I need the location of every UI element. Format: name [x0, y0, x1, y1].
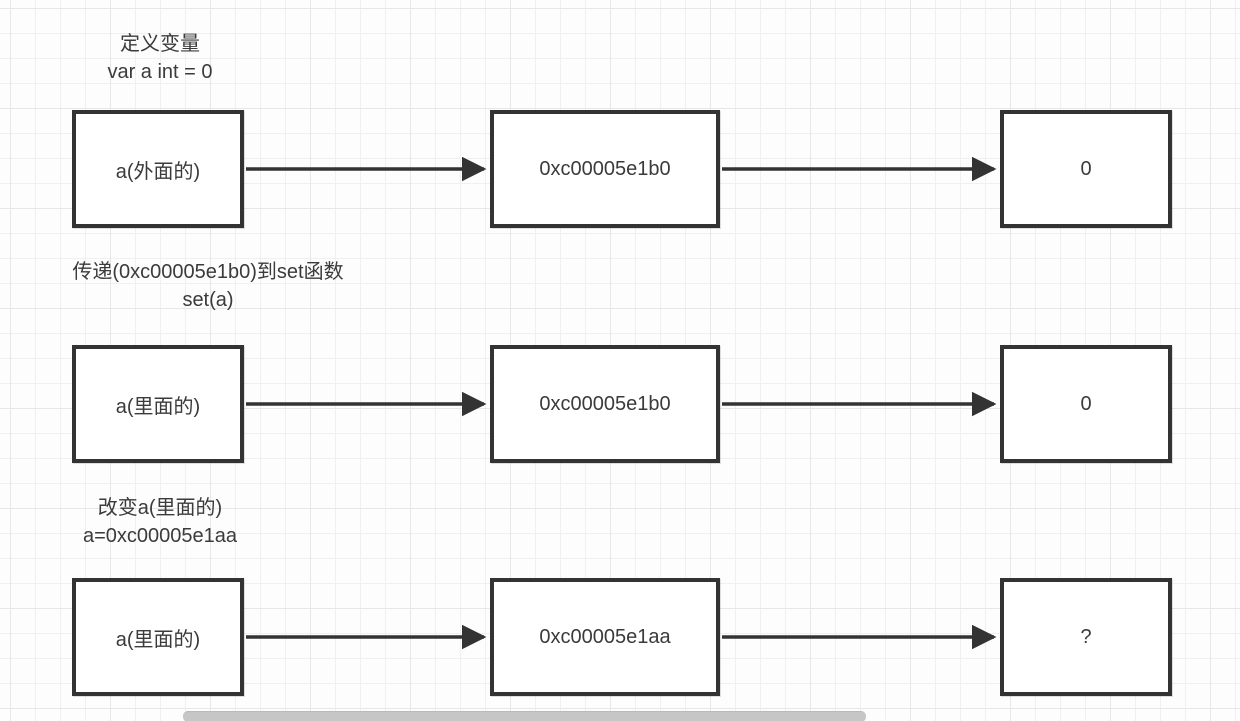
- node-address-row3: 0xc00005e1aa: [490, 578, 720, 696]
- step3-caption-line2: a=0xc00005e1aa: [82, 525, 238, 547]
- step2-caption: 传递(0xc00005e1b0)到set函数 set(a): [40, 258, 376, 314]
- step2-caption-line2: set(a): [182, 289, 234, 311]
- node-address-row1: 0xc00005e1b0: [490, 110, 720, 228]
- node-value-row1: 0: [1000, 110, 1172, 228]
- step1-caption-line1: 定义变量: [120, 33, 200, 55]
- step2-caption-line1: 传递(0xc00005e1b0)到set函数: [72, 261, 344, 283]
- node-value-row2: 0: [1000, 345, 1172, 463]
- step3-caption-line1: 改变a(里面的): [97, 497, 223, 519]
- horizontal-scrollbar-thumb[interactable]: [183, 711, 866, 721]
- node-value-row3: ?: [1000, 578, 1172, 696]
- step1-caption: 定义变量 var a int = 0: [40, 30, 280, 86]
- step1-caption-line2: var a int = 0: [107, 61, 213, 83]
- node-variable-inner-row2: a(里面的): [72, 345, 244, 463]
- node-address-row2: 0xc00005e1b0: [490, 345, 720, 463]
- node-variable-inner-row3: a(里面的): [72, 578, 244, 696]
- node-variable-outer: a(外面的): [72, 110, 244, 228]
- step3-caption: 改变a(里面的) a=0xc00005e1aa: [40, 494, 280, 550]
